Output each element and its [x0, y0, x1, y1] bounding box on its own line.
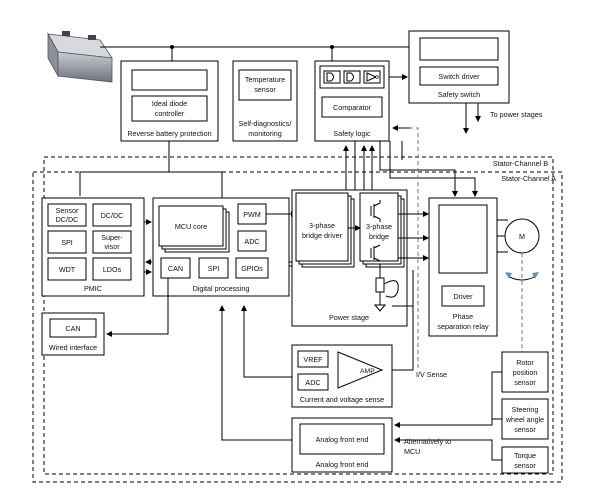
gpios-label: GPIOs	[241, 264, 263, 273]
rotor-label-3: sensor	[514, 378, 536, 387]
rotor-position-sensor-block	[501, 351, 549, 393]
amp-label: AMP	[360, 368, 375, 375]
amplifier-icon	[337, 351, 384, 389]
wdt-label: WDT	[59, 265, 76, 274]
digital-spi-label: SPI	[208, 264, 220, 273]
bridge-label-2: bridge	[369, 232, 389, 241]
ldos-label: LDOs	[103, 265, 122, 274]
power-stage-title: Power stage	[329, 313, 369, 322]
supervisor-label: Super-	[101, 233, 123, 242]
logic-gate-icons	[319, 65, 385, 89]
can-label: CAN	[168, 264, 183, 273]
safety-logic-title: Safety logic	[333, 129, 371, 138]
dcdc-label: DC/DC	[101, 211, 124, 220]
pmic-spi-label: SPI	[61, 238, 73, 247]
iv-sense-label: I/V Sense	[416, 370, 447, 379]
bridge-driver-label: 3-phase	[309, 221, 335, 230]
mosfet-icons	[370, 200, 381, 262]
afe-title: Analog front end	[316, 460, 369, 469]
stator-channel-a-label: Stator-Channel A	[501, 174, 556, 183]
safety-switch-title: Safety switch	[438, 90, 480, 99]
phase-relay-title: Phase	[453, 312, 473, 321]
battery-icon	[47, 31, 113, 83]
steering-label-3: sensor	[514, 425, 536, 434]
adc2-label: ADC	[305, 378, 320, 387]
afe-label: Analog front end	[316, 435, 369, 444]
steering-label: Steering	[512, 405, 539, 414]
rotor-label: Rotor	[516, 358, 534, 367]
stator-channel-b-frame	[43, 156, 554, 475]
bridge-label: 3-phase	[366, 222, 392, 231]
can-wired-label: CAN	[65, 324, 80, 333]
motor-label: M	[519, 232, 525, 241]
torque-label-2: sensor	[514, 461, 536, 470]
temperature-sensor-label: Temperature	[245, 75, 285, 84]
pmic-title: PMIC	[84, 284, 102, 293]
vref-label: VREF	[303, 355, 323, 364]
supervisor-label-2: visor	[104, 242, 120, 251]
reverse-battery-title: Reverse battery protection	[127, 129, 211, 138]
alt-mcu-label-2: MCU	[404, 447, 420, 456]
stator-channel-b-label: Stator-Channel B	[493, 159, 548, 168]
rotor-label-2: position	[513, 368, 538, 377]
phase-relay-title-2: separation relay	[437, 322, 489, 331]
digital-processing-title: Digital processing	[193, 284, 250, 293]
torque-label: Torque	[514, 451, 536, 460]
temperature-sensor-label-2: sensor	[254, 85, 276, 94]
alt-mcu-label: Alternatively to	[404, 437, 451, 446]
ideal-diode-label-2: controller	[155, 109, 185, 118]
mcu-core-label: MCU core	[175, 222, 207, 231]
steering-label-2: wheel angle	[505, 415, 544, 424]
stator-channel-a-frame	[32, 171, 563, 483]
torque-sensor-block	[501, 446, 549, 474]
ideal-diode-label: Ideal diode	[152, 99, 187, 108]
pwm-label: PWM	[243, 210, 261, 219]
current-voltage-title: Current and voltage sense	[300, 395, 384, 404]
bridge-driver-label-2: bridge driver	[302, 231, 343, 240]
to-power-stages-label: To power stages	[490, 110, 543, 119]
sensor-dcdc-label: Sensor	[56, 206, 79, 215]
shunt-resistor-icon	[373, 264, 399, 312]
steering-wheel-sensor-block	[501, 398, 549, 440]
driver-label: Driver	[453, 292, 473, 301]
rotation-arrow-icon	[507, 275, 537, 281]
self-diag-title: Self-diagnostics/	[239, 119, 292, 128]
wired-interface-title: Wired interface	[49, 343, 97, 352]
adc-label: ADC	[244, 237, 259, 246]
switch-driver-label: Switch driver	[438, 72, 480, 81]
sensor-dcdc-label-2: DC/DC	[56, 215, 79, 224]
comparator-label: Comparator	[333, 103, 372, 112]
self-diag-title-2: monitoring	[248, 129, 282, 138]
